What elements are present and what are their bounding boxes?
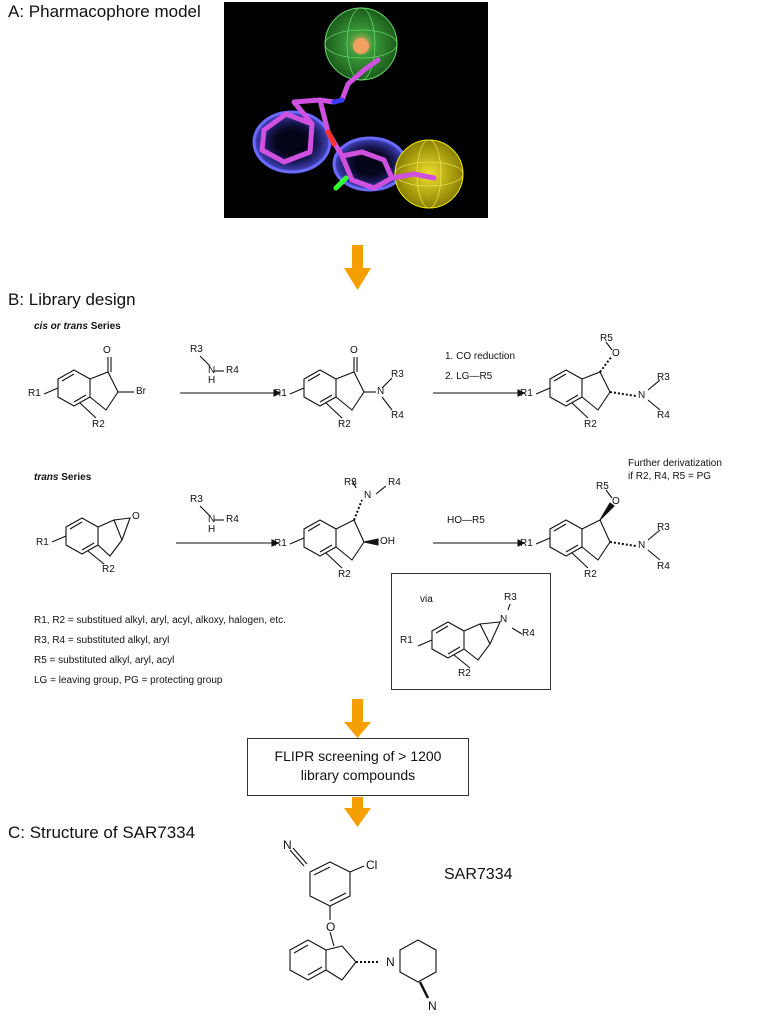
atom-label: R1 <box>274 538 287 549</box>
trans-series-italic: trans <box>34 472 59 483</box>
cis-series-bold: Series <box>90 321 121 332</box>
atom-label: R2 <box>102 564 115 575</box>
atom-label: N <box>638 390 646 401</box>
via-box <box>391 573 551 690</box>
step-co-reduction: 1. CO reduction <box>445 351 516 362</box>
atom-label: R1 <box>520 388 533 399</box>
via-label: via <box>420 594 433 605</box>
atom-label: R1 <box>28 388 41 399</box>
atom-label: R1 <box>520 538 533 549</box>
amine-reagent-2 <box>199 505 224 521</box>
flow-arrow-1 <box>344 245 371 290</box>
cis-aminoindanone <box>289 357 393 419</box>
atom-label: O <box>103 345 111 356</box>
atom-label: N <box>283 838 292 852</box>
atom-label: R3 <box>190 494 203 505</box>
atom-label: N <box>638 540 646 551</box>
atom-label: N <box>500 614 508 625</box>
atom-label: N <box>364 490 372 501</box>
atom-label: R2 <box>338 569 351 580</box>
atom-label: N <box>208 365 216 376</box>
amine-reagent-1 <box>199 355 224 372</box>
atom-label: OH <box>380 536 395 547</box>
atom-label: N <box>208 514 216 525</box>
atom-label: H <box>208 375 216 386</box>
atom-label: R4 <box>391 410 404 421</box>
atom-label: R4 <box>522 628 535 639</box>
legend-line: R1, R2 = substitued alkyl, aryl, acyl, a… <box>34 615 286 626</box>
atom-label: N <box>386 955 395 969</box>
cis-series-label: cis or trans Series <box>34 321 121 332</box>
atom-label: R2 <box>338 419 351 430</box>
atom-label: R5 <box>596 481 609 492</box>
atom-label: O <box>132 511 140 522</box>
atom-label: R3 <box>657 522 670 533</box>
cis-start-indanone <box>43 357 134 419</box>
trans-final-product <box>535 489 661 569</box>
atom-label: O <box>350 345 358 356</box>
section-c-title: C: Structure of SAR7334 <box>8 823 196 842</box>
section-b-title: B: Library design <box>8 290 136 309</box>
flipr-screening-box: FLIPR screening of > 1200 library compou… <box>247 738 469 796</box>
cis-final-product <box>535 341 661 419</box>
atom-label: R4 <box>226 514 239 525</box>
step-ho-r5: HO—R5 <box>447 515 485 526</box>
substituent-legend: R1, R2 = substitued alkyl, aryl, acyl, a… <box>34 614 286 687</box>
atom-label: R4 <box>226 365 239 376</box>
trans-series-bold: Series <box>61 472 92 483</box>
legend-line: R5 = substituted alkyl, aryl, acyl <box>34 655 175 666</box>
sar7334-structure <box>289 847 437 999</box>
flow-arrow-3 <box>344 797 371 827</box>
atom-label: R1 <box>274 388 287 399</box>
atom-label: R4 <box>388 477 401 488</box>
step-lg-r5: 2. LG—R5 <box>445 371 493 382</box>
atom-label: R1 <box>400 635 413 646</box>
atom-label: R4 <box>657 410 670 421</box>
flipr-line1: FLIPR screening of > 1200 <box>274 748 442 764</box>
atom-label: R2 <box>584 569 597 580</box>
ligand-sticks <box>259 57 437 191</box>
cis-series-italic: cis or trans <box>34 321 88 332</box>
atom-label: O <box>612 348 620 359</box>
trans-start-epoxide <box>51 517 131 565</box>
atom-label: O <box>612 496 620 507</box>
pharmacophore-model-image <box>224 2 488 218</box>
atom-label: N <box>377 386 385 397</box>
acceptor-sphere <box>394 139 464 209</box>
further-derivatization-line2: if R2, R4, R5 = PG <box>628 471 712 482</box>
atom-label: Br <box>136 386 146 397</box>
atom-label: R2 <box>92 419 105 430</box>
trans-series-label: trans Series <box>34 472 91 483</box>
compound-name: SAR7334 <box>444 866 513 883</box>
flipr-line2: library compounds <box>300 767 416 783</box>
atom-label: R3 <box>657 372 670 383</box>
flow-arrow-2 <box>344 699 371 738</box>
atom-label: R1 <box>36 537 49 548</box>
legend-line: R3, R4 = substituted alkyl, aryl <box>34 635 170 646</box>
atom-label: R5 <box>600 333 613 344</box>
atom-label: R2 <box>458 668 471 679</box>
trans-aminoalcohol <box>289 479 387 569</box>
atom-label: H <box>208 524 216 535</box>
atom-label: R3 <box>190 344 203 355</box>
atom-label: Cl <box>366 858 378 872</box>
atom-label: R3 <box>344 477 357 488</box>
atom-label: O <box>326 920 336 934</box>
atom-label: N <box>428 999 437 1013</box>
legend-line: LG = leaving group, PG = protecting grou… <box>34 675 223 686</box>
atom-label: R4 <box>657 561 670 572</box>
atom-label: R2 <box>584 419 597 430</box>
aziridinium-intermediate <box>417 603 523 669</box>
further-derivatization-line1: Further derivatization <box>628 458 722 469</box>
atom-label: R3 <box>504 592 517 603</box>
section-a-title: A: Pharmacophore model <box>8 2 201 21</box>
atom-label: R3 <box>391 369 404 380</box>
